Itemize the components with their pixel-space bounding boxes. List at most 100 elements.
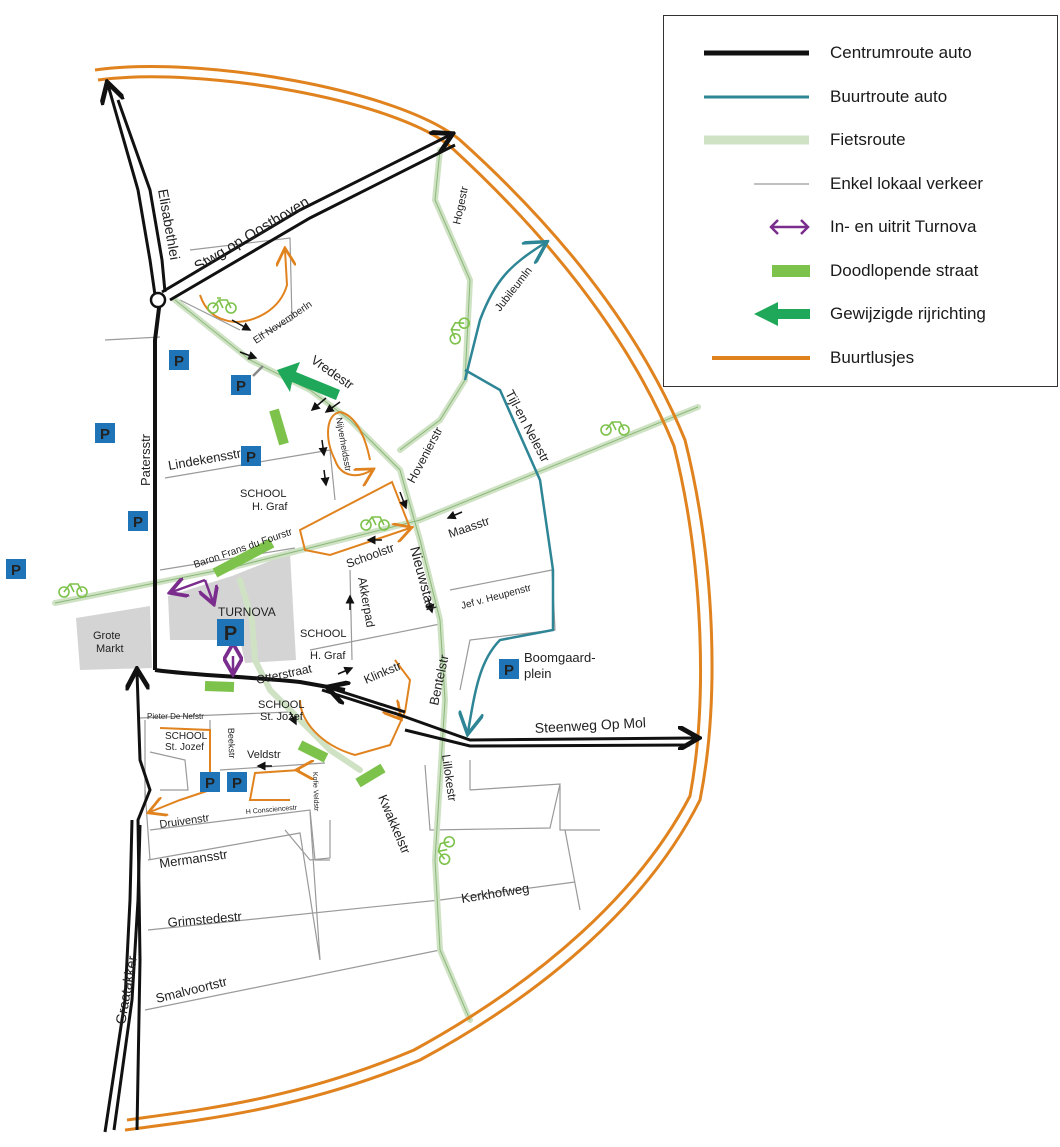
parking-icon: P (95, 423, 115, 443)
svg-text:P: P (246, 449, 256, 466)
legend-symbol-line (704, 95, 809, 99)
svg-text:P: P (11, 562, 21, 579)
street-label-kwakkelstr: Kwakkelstr (375, 792, 414, 856)
legend-label: Buurtroute auto (830, 87, 948, 106)
svg-text:P: P (205, 775, 215, 792)
legend-item-centrumroute: Centrumroute auto (664, 38, 1057, 68)
legend-label: Centrumroute auto (830, 43, 972, 62)
centrumroute (105, 85, 696, 1133)
legend-label: In- en uitrit Turnova (830, 217, 977, 236)
oneway-arrows (231, 319, 463, 771)
street-label-schoolstr: Schoolstr (344, 541, 396, 571)
street-label-lillokestr: Lillokestr (439, 753, 459, 802)
street-label-beekstr: Beekstr (226, 728, 237, 759)
place-label-h-graf: H. Graf (310, 650, 346, 662)
svg-text:P: P (232, 775, 242, 792)
place-label-boomgaardplein: Boomgaard- (524, 650, 596, 665)
svg-text:P: P (133, 514, 143, 531)
parking-signs: P P P P P P P P P P (6, 350, 519, 792)
dead-end-bars (204, 408, 386, 788)
parking-access-arrow (252, 365, 264, 377)
place-label-grote-markt: Grote (93, 630, 121, 642)
parking-icon: P (231, 375, 251, 395)
dead-end-otterstraat (204, 681, 235, 692)
parking-icon: P (241, 446, 261, 466)
street-label-graatakker: Graatakker (112, 954, 140, 1025)
turnova-building (168, 553, 296, 663)
place-label-st-jozef: St. Jozef (165, 742, 204, 753)
street-label-jef: Jef v. Heupenstr (460, 582, 533, 611)
parking-icon: P (499, 659, 519, 679)
street-label-stwg-oosthoven: Stwg op Oosthoven (191, 193, 312, 275)
svg-text:P: P (224, 623, 237, 645)
place-label-st-jozef: St. Jozef (260, 711, 304, 723)
street-label-jubileumln: Jubileumln (493, 265, 535, 314)
grote-markt-building (76, 606, 152, 670)
legend-label: Gewijzigde rijrichting (830, 304, 986, 323)
arrow-icon (754, 302, 810, 326)
legend-item-gewijzigd: Gewijzigde rijrichting (664, 299, 1057, 329)
bike-icon (207, 297, 237, 314)
legend-label: Doodlopende straat (830, 261, 979, 280)
parking-icon: P (200, 772, 220, 792)
bike-icon (600, 421, 630, 436)
street-label-mermansstr: Mermansstr (158, 846, 229, 870)
legend-symbol-bar (772, 265, 810, 277)
svg-text:P: P (236, 378, 246, 395)
legend-symbol-loop-line (712, 356, 810, 360)
dead-end-kofie (297, 740, 329, 763)
street-label-nieuwstad: Nieuwstad (407, 545, 439, 612)
street-label-akkerpad: Akkerpad (355, 576, 378, 628)
street-label-maasstr: Maasstr (446, 514, 491, 541)
place-label-turnova: TURNOVA (218, 605, 276, 619)
dead-end-baron (212, 538, 275, 578)
place-label-school: SCHOOL (300, 628, 346, 640)
parking-icon: P (128, 511, 148, 531)
street-label-lindekensstr: Lindekensstr (167, 445, 243, 473)
svg-text:P: P (174, 353, 184, 370)
legend-item-lokaal: Enkel lokaal verkeer (664, 169, 1057, 199)
legend-item-buurtroute: Buurtroute auto (664, 82, 1057, 112)
bike-icon (437, 836, 456, 866)
place-label-school: SCHOOL (240, 488, 286, 500)
buurtroute (465, 243, 555, 732)
place-label-school: SCHOOL (258, 699, 304, 711)
place-label-boomgaardplein-2: plein (524, 666, 551, 681)
dead-end-kwakkelstr (355, 763, 386, 788)
legend-item-doodlopend: Doodlopende straat (664, 256, 1057, 286)
bike-icon (58, 583, 88, 598)
legend-symbol-wide-line (704, 135, 809, 145)
place-label-grote-markt-2: Markt (96, 643, 124, 655)
street-label-hogestr: Hogestr (451, 185, 471, 225)
street-label-veldstr: Veldstr (247, 749, 281, 761)
parking-icon: P (227, 772, 247, 792)
street-label-steenweg-mol: Steenweg Op Mol (534, 714, 646, 736)
place-label-h-graf: H. Graf (252, 501, 288, 513)
legend-symbol-thin-line (754, 183, 809, 185)
street-label-klinkstr: Klinkstr (362, 659, 404, 687)
changed-direction-arrow (277, 362, 340, 400)
svg-text:P: P (504, 662, 514, 679)
street-label-kofie: Kofie Veldstr (311, 772, 319, 812)
legend-symbol-thick-line (704, 50, 809, 56)
buildings (76, 553, 296, 670)
map-legend: Centrumroute auto Buurtroute auto Fietsr… (663, 15, 1058, 387)
svg-text:P: P (100, 426, 110, 443)
parking-icon: P (6, 559, 26, 579)
street-label-paterstr: Patersstr (138, 433, 153, 486)
street-label-elf-november: Elf Novemberln (252, 299, 315, 346)
legend-label: Buurtlusjes (830, 348, 915, 367)
legend-label: Fietsroute (830, 130, 906, 149)
street-label-pieter: Pieter De Nefstr (147, 712, 204, 721)
place-label-school: SCHOOL (165, 731, 208, 742)
street-label-kerkhofweg: Kerkhofweg (460, 880, 530, 906)
turnova-entrance-arrows (172, 580, 233, 672)
street-label-druivenstr: Druivenstr (159, 812, 211, 831)
street-label-grimstedestr: Grimstedestr (167, 909, 243, 930)
street-label-conscience: H Consciencestr (246, 804, 298, 816)
bike-icon (360, 516, 390, 531)
ring-road (94, 65, 714, 1132)
place-labels: Grote Markt TURNOVA SCHOOL H. Graf SCHOO… (93, 488, 596, 753)
bike-icon (449, 317, 471, 345)
